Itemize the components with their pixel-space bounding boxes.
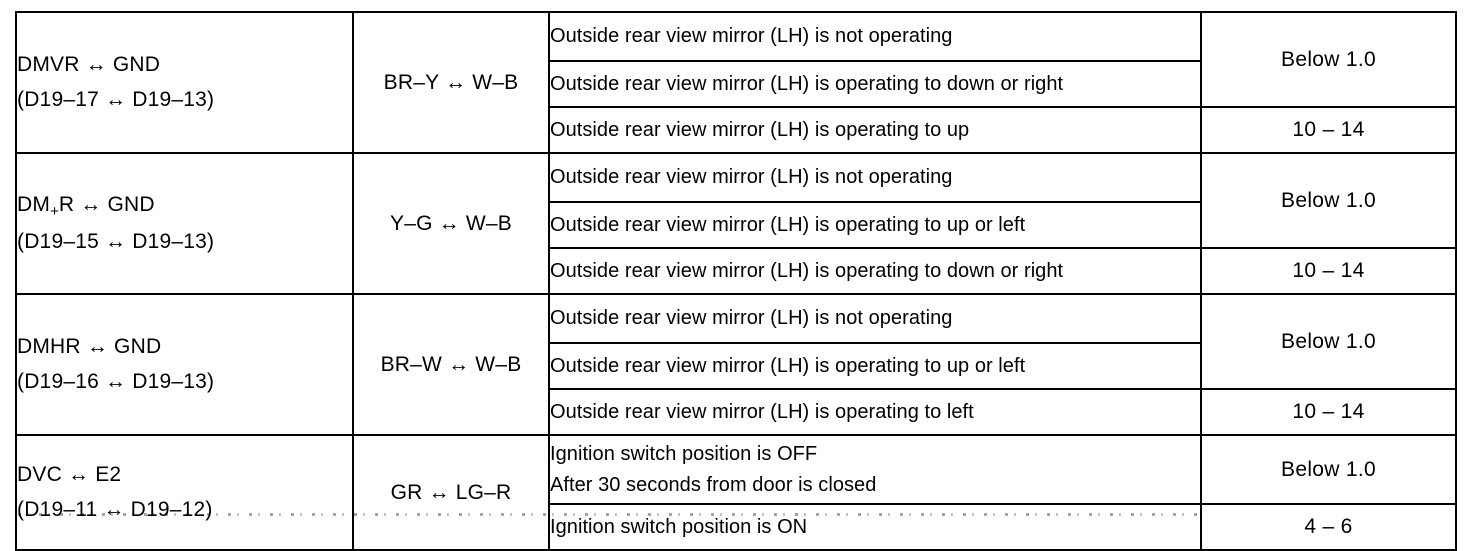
voltage-cell: 10 – 14 (1200, 247, 1457, 295)
terminal-cell-group-2: DM+R ↔ GND (D19–15 ↔ D19–13) (15, 152, 354, 295)
condition-cell: Ignition switch position is OFF After 30… (548, 434, 1202, 505)
table-row: Outside rear view mirror (LH) is operati… (16, 106, 1457, 154)
table-row: Outside rear view mirror (LH) is operati… (16, 247, 1457, 295)
scanned-page: DMVR ↔ GND (D19–17 ↔ D19–13) BR–Y ↔ W–B … (15, 11, 1457, 551)
table-row: DMHR ↔ GND (D19–16 ↔ D19–13) BR–W ↔ W–B … (15, 293, 1457, 436)
subscript-plus: + (50, 203, 59, 221)
voltage-cell: Below 1.0 (1200, 152, 1457, 249)
table-row: Outside rear view mirror (LH) is operati… (16, 60, 1456, 108)
wiring-color-cell-group-2: Y–G ↔ W–B (352, 152, 550, 295)
terminal-name: DM+R ↔ GND (17, 193, 155, 221)
scan-artifact (18, 513, 1198, 516)
terminal-name: DMHR ↔ GND (17, 335, 162, 359)
terminal-pins: (D19–15 ↔ D19–13) (17, 229, 215, 253)
condition-cell: Outside rear view mirror (LH) is operati… (548, 247, 1202, 295)
condition-cell: Outside rear view mirror (LH) is operati… (548, 201, 1202, 249)
wiring-color-cell-group-3: BR–W ↔ W–B (352, 293, 550, 436)
condition-cell: Outside rear view mirror (LH) is not ope… (548, 293, 1202, 344)
voltage-cell: 4 – 6 (1200, 503, 1457, 551)
condition-cell: Ignition switch position is ON (548, 503, 1202, 551)
table-row: DVC ↔ E2 (D19–11 ↔ D19–12) GR ↔ LG–R Ign… (15, 434, 1457, 551)
terminal-cell-group-1: DMVR ↔ GND (D19–17 ↔ D19–13) (15, 11, 354, 154)
table-row: Outside rear view mirror (LH) is operati… (16, 342, 1456, 390)
condition-cell: Outside rear view mirror (LH) is operati… (548, 106, 1202, 154)
terminal-name: DMVR ↔ GND (17, 53, 161, 77)
voltage-cell: 10 – 14 (1200, 388, 1457, 436)
condition-cell: Outside rear view mirror (LH) is operati… (548, 388, 1202, 436)
voltage-cell: 10 – 14 (1200, 106, 1457, 154)
voltage-cell: Below 1.0 (1200, 11, 1457, 108)
condition-cell: Outside rear view mirror (LH) is operati… (548, 60, 1202, 108)
condition-cell: Outside rear view mirror (LH) is not ope… (548, 152, 1202, 203)
wiring-color-cell-group-4: GR ↔ LG–R (352, 434, 550, 551)
voltage-cell: Below 1.0 (1200, 434, 1457, 505)
wiring-color-cell-group-1: BR–Y ↔ W–B (352, 11, 550, 154)
table-row: Outside rear view mirror (LH) is operati… (16, 388, 1457, 436)
condition-cell: Outside rear view mirror (LH) is operati… (548, 342, 1202, 390)
terminal-pins: (D19–17 ↔ D19–13) (17, 87, 215, 111)
terminal-pins: (D19–16 ↔ D19–13) (17, 369, 215, 393)
terminal-cell-group-4: DVC ↔ E2 (D19–11 ↔ D19–12) (15, 434, 354, 551)
terminal-inspection-table: DMVR ↔ GND (D19–17 ↔ D19–13) BR–Y ↔ W–B … (15, 11, 1457, 551)
table-row: DM+R ↔ GND (D19–15 ↔ D19–13) Y–G ↔ W–B O… (15, 152, 1457, 295)
voltage-cell: Below 1.0 (1200, 293, 1457, 390)
condition-line-1: Ignition switch position is OFF (550, 442, 818, 465)
terminal-cell-group-3: DMHR ↔ GND (D19–16 ↔ D19–13) (15, 293, 354, 436)
terminal-name: DVC ↔ E2 (17, 463, 122, 487)
terminal-pins: (D19–11 ↔ D19–12) (17, 497, 213, 521)
condition-line-2: After 30 seconds from door is closed (550, 473, 877, 496)
table-row: DMVR ↔ GND (D19–17 ↔ D19–13) BR–Y ↔ W–B … (15, 11, 1457, 154)
table-row: Outside rear view mirror (LH) is operati… (16, 201, 1456, 249)
condition-cell: Outside rear view mirror (LH) is not ope… (548, 11, 1202, 62)
